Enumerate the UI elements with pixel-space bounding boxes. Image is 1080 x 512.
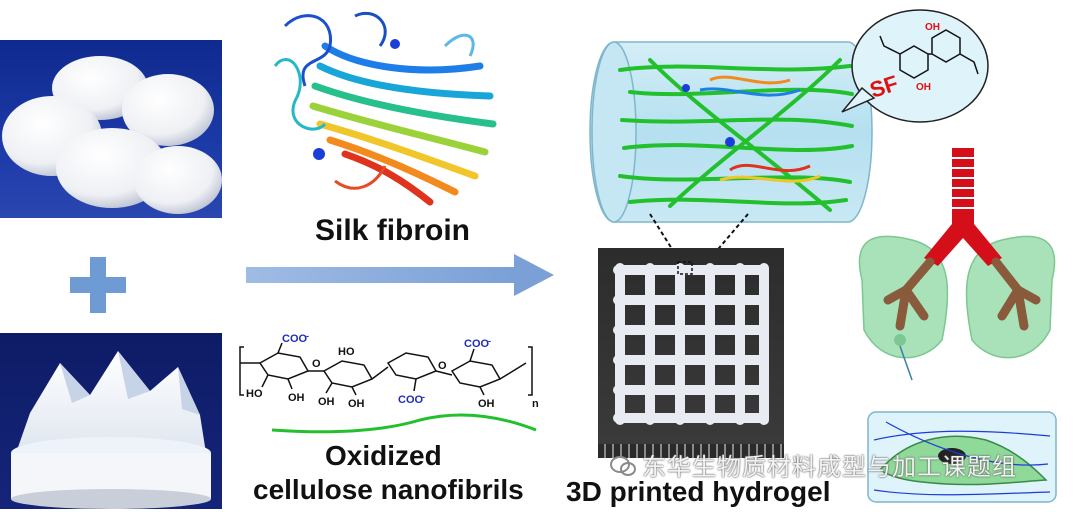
coo-top-right: COO bbox=[464, 338, 490, 350]
wechat-icon bbox=[610, 454, 636, 476]
ruler-strip bbox=[598, 444, 784, 458]
nanofibril-line bbox=[271, 413, 537, 434]
coo-bottom: COO bbox=[398, 394, 424, 406]
ocn-label-line1: Oxidized bbox=[325, 440, 442, 471]
charge-2: - bbox=[488, 336, 491, 346]
sf-oh-top: OH bbox=[925, 22, 940, 33]
oh-mid2: OH bbox=[348, 398, 365, 410]
lung-illustration bbox=[858, 148, 1056, 381]
ring-o-1: O bbox=[312, 358, 321, 370]
plus-sign bbox=[70, 257, 126, 313]
watermark-text: 东华生物质材料成型与加工课题组 bbox=[642, 453, 1017, 481]
oh-right: OH bbox=[478, 398, 495, 410]
sf-oh-bottom: OH bbox=[916, 82, 931, 93]
sf-crosslink-bubble bbox=[841, 9, 989, 123]
ocn-label-line2: cellulose nanofibrils bbox=[253, 474, 524, 505]
process-arrow bbox=[246, 254, 554, 296]
silk-fibroin-structure bbox=[273, 11, 497, 206]
ho-mid: HO bbox=[338, 346, 355, 358]
charge-3: - bbox=[422, 392, 425, 402]
ho-left: HO bbox=[246, 388, 263, 400]
hydrogel-magnified-cylinder bbox=[589, 41, 873, 223]
cell-inset bbox=[867, 411, 1057, 503]
subscript-n: n bbox=[532, 398, 539, 410]
printed-hydrogel-label: 3D printed hydrogel bbox=[566, 476, 831, 507]
cellulose-gel-photo bbox=[0, 333, 222, 509]
watermark: 东华生物质材料成型与加工课题组 bbox=[610, 447, 1017, 482]
printed-hydrogel-photo bbox=[598, 248, 784, 444]
oh-mid1: OH bbox=[318, 396, 335, 408]
ocn-chemical-structure: COO - COO - COO - HO HO OH OH OH OH O O … bbox=[239, 331, 539, 410]
coo-top-left: COO bbox=[282, 333, 308, 345]
silk-fibroin-label: Silk fibroin bbox=[315, 214, 471, 247]
charge-1: - bbox=[306, 331, 309, 341]
silk-cocoons-photo bbox=[0, 40, 222, 218]
ring-o-2: O bbox=[438, 360, 447, 372]
oh-left: OH bbox=[288, 392, 305, 404]
